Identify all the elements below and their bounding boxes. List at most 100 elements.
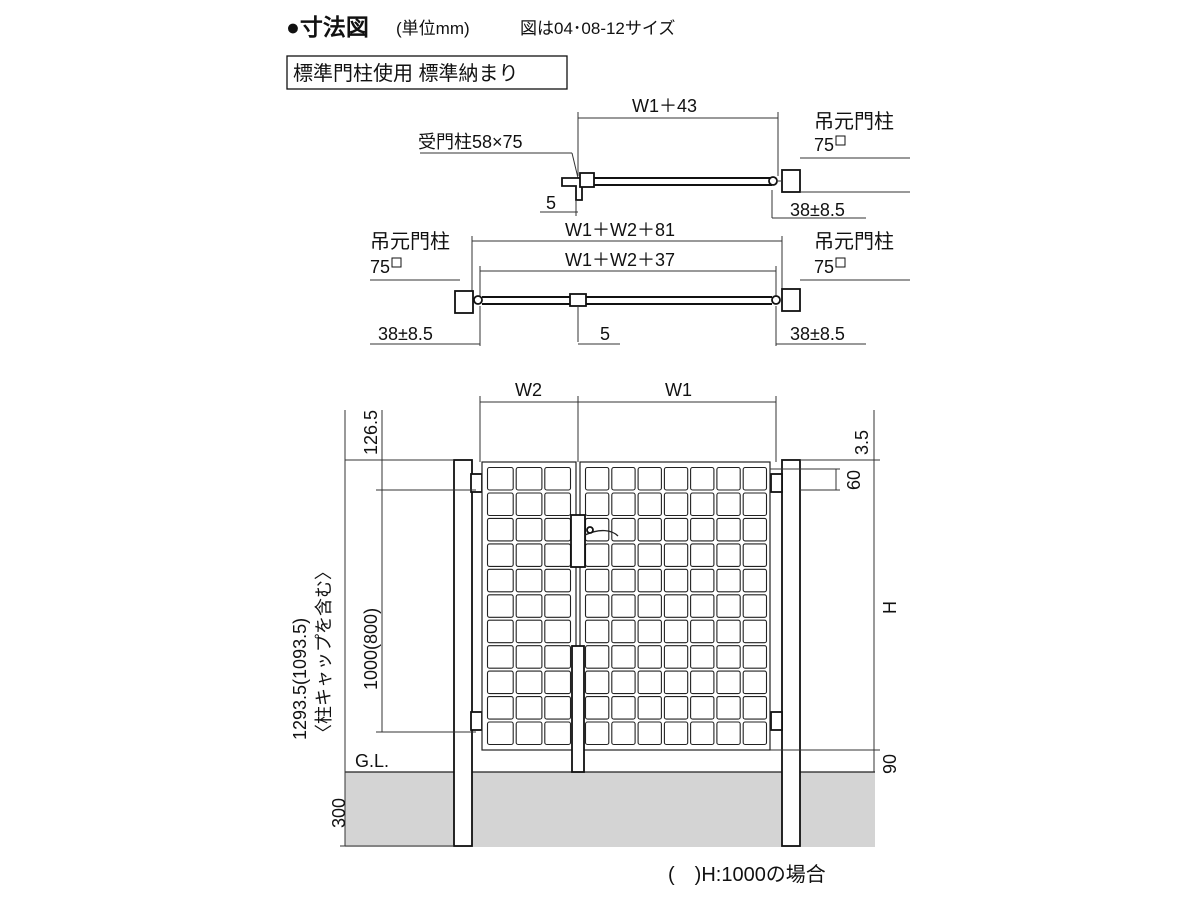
dim-top-gap: 3.5 [852, 430, 872, 455]
mesh-cell [515, 492, 543, 517]
mesh-cell [515, 696, 543, 720]
mesh-cell [663, 721, 689, 746]
mesh-cell [742, 568, 768, 593]
mesh-cell [716, 594, 741, 618]
mesh-cell [742, 645, 768, 669]
mesh-cell [742, 721, 768, 746]
dim-inner: W1＋W2＋37 [565, 250, 675, 270]
mesh-cell [544, 721, 572, 746]
hinge-top-right [770, 473, 783, 493]
mesh-cell [611, 492, 636, 517]
mesh-cell [515, 594, 543, 618]
mesh-cell [742, 696, 768, 720]
mesh-cell [637, 492, 662, 517]
hinge-post-left-label: 吊元門柱 [370, 230, 450, 253]
mesh-cell [584, 670, 610, 695]
size-note: 図は04･08-12サイズ [520, 19, 675, 38]
dim-panel-height: 1000(800) [361, 608, 381, 690]
mesh-cell [663, 492, 689, 517]
dim-overall-note: 〈柱キャップを含む〉 [314, 562, 334, 742]
mesh-cell [716, 466, 741, 491]
footnote: ( )H:1000の場合 [668, 863, 826, 886]
hinge-post-right-size: 75 [814, 257, 834, 277]
mesh-cell [486, 466, 514, 491]
mesh-cell [611, 645, 636, 669]
mesh-cell [611, 517, 636, 542]
mesh-cell [515, 543, 543, 567]
mesh-cell [637, 517, 662, 542]
mesh-cell [742, 466, 768, 491]
hinge-bottom-left [470, 711, 483, 731]
mesh-cell [515, 466, 543, 491]
mesh-cell [584, 568, 610, 593]
dim-embed-depth: 300 [329, 798, 349, 828]
latch-body [570, 514, 586, 568]
mesh-cell [742, 594, 768, 618]
mesh-grid [486, 466, 768, 746]
dim-overall-height: 1293.5(1093.5) [290, 618, 310, 740]
mesh-cell [663, 670, 689, 695]
offset-center: 5 [600, 324, 610, 344]
mesh-cell [742, 619, 768, 644]
mesh-cell [544, 492, 572, 517]
hinge-post-label: 吊元門柱 [814, 110, 894, 133]
mesh-cell [663, 568, 689, 593]
mesh-cell [637, 645, 662, 669]
mesh-cell [716, 619, 741, 644]
gate-leaf-left [481, 461, 577, 751]
latch-fitting [579, 172, 595, 188]
elevation-view: G.L. W2 W1 126.5 1293.5(109 [290, 380, 900, 847]
mesh-cell [742, 517, 768, 542]
mesh-cell [637, 568, 662, 593]
receiver-post-label: 受門柱58×75 [418, 132, 523, 152]
mesh-cell [486, 492, 514, 517]
mesh-cell [637, 594, 662, 618]
hinge-post [781, 169, 801, 193]
mesh-cell [690, 517, 715, 542]
mesh-cell [742, 543, 768, 567]
mesh-cell [690, 543, 715, 567]
mesh-cell [611, 543, 636, 567]
dim-h: H [880, 601, 900, 614]
mesh-cell [515, 645, 543, 669]
mesh-cell [486, 619, 514, 644]
mesh-cell [486, 517, 514, 542]
mesh-cell [663, 594, 689, 618]
hinge-post-left [454, 290, 474, 314]
mesh-cell [663, 517, 689, 542]
mesh-cell [544, 594, 572, 618]
mesh-cell [584, 492, 610, 517]
mesh-cell [716, 670, 741, 695]
mesh-cell [515, 670, 543, 695]
dim-bottom-gap: 90 [880, 754, 900, 774]
mesh-cell [690, 594, 715, 618]
hinge [768, 176, 778, 186]
mesh-cell [690, 466, 715, 491]
mesh-cell [611, 594, 636, 618]
mesh-cell [742, 492, 768, 517]
unit-label: (単位mm) [396, 19, 470, 38]
mesh-cell [716, 645, 741, 669]
receiver-post [561, 177, 583, 201]
mesh-cell [544, 645, 572, 669]
dim-w2: W2 [515, 380, 542, 400]
hinge-post-left-size: 75 [370, 257, 390, 277]
post-left [453, 459, 473, 847]
mesh-cell [663, 645, 689, 669]
hinge-top-left [470, 473, 483, 493]
hinge-post-right [781, 288, 801, 312]
drop-rod [571, 645, 585, 773]
plan-view-single: W1＋43 受門柱58×75 吊元門柱 75 5 38±8.5 [418, 96, 910, 220]
post-right [781, 459, 801, 847]
mesh-cell [716, 492, 741, 517]
mesh-cell [637, 670, 662, 695]
mesh-cell [637, 543, 662, 567]
dim-w1-43: W1＋43 [632, 96, 697, 116]
mesh-cell [611, 619, 636, 644]
mesh-cell [690, 619, 715, 644]
mesh-cell [584, 594, 610, 618]
offset-left: 38±8.5 [378, 324, 433, 344]
offset-right: 38±8.5 [790, 324, 845, 344]
mesh-cell [637, 466, 662, 491]
